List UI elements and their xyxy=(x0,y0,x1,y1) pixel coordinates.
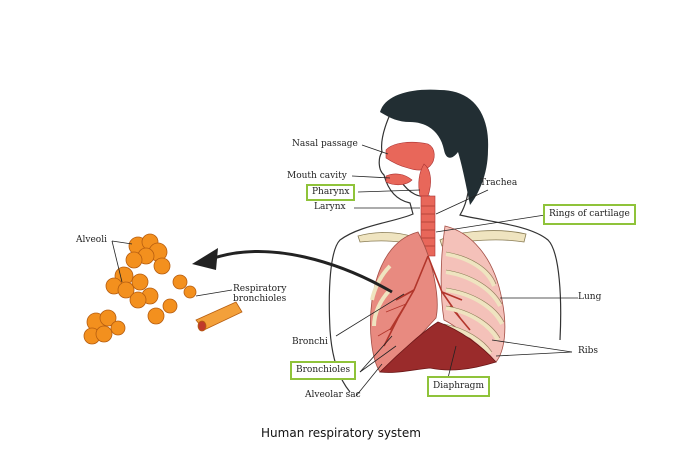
hair xyxy=(380,89,489,205)
label-bronchioles: Bronchioles xyxy=(290,361,357,380)
label-larynx: Larynx xyxy=(314,202,346,212)
label-pharynx: Pharynx xyxy=(306,184,356,201)
label-respiratory-bronchioles: Respiratory bronchioles xyxy=(233,284,287,305)
label-nasal-passage: Nasal passage xyxy=(292,139,358,149)
trachea xyxy=(420,195,436,257)
connector-arrow xyxy=(192,248,393,294)
clavicles xyxy=(357,230,527,247)
label-trachea: Trachea xyxy=(480,178,518,188)
leader-lines xyxy=(111,144,578,397)
figure-caption: Human respiratory system xyxy=(261,426,421,440)
label-mouth-cavity: Mouth cavity xyxy=(287,171,347,181)
diaphragm xyxy=(379,321,497,373)
label-ribs: Ribs xyxy=(578,346,599,356)
label-alveolar-sac: Alveolar sac xyxy=(305,390,361,400)
label-diaphragm: Diaphragm xyxy=(427,376,490,397)
label-bronchi: Bronchi xyxy=(292,337,328,347)
label-lung: Lung xyxy=(578,292,602,302)
label-rings-of-cartilage: Rings of cartilage xyxy=(543,204,636,225)
upper-airway xyxy=(385,141,435,197)
label-alveoli: Alveoli xyxy=(76,235,107,245)
rib-outlines xyxy=(443,251,505,353)
alveoli-cluster xyxy=(83,233,243,345)
